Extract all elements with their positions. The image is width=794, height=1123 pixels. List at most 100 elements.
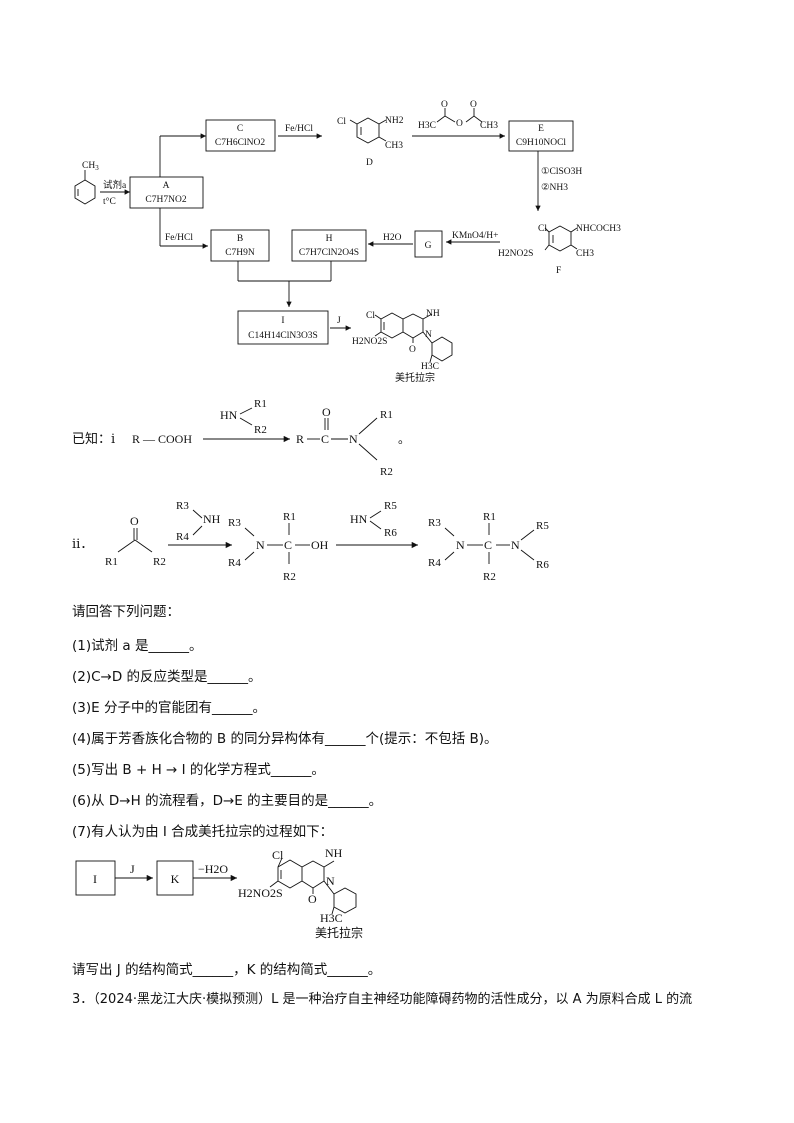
box-A-label: A [163, 181, 170, 191]
question-2: (2)C→D 的反应类型是______。 [72, 669, 262, 685]
svg-text:H3C: H3C [320, 911, 343, 925]
reagent-a-label: 试剂a [103, 179, 127, 191]
box-H-label: H [326, 234, 333, 244]
question-6: (6)从 D→H 的流程看，D→E 的主要目的是______。 [72, 793, 383, 809]
reagent-hn-i: HN [220, 408, 238, 422]
svg-text:NH: NH [325, 846, 343, 860]
svg-text:OH: OH [311, 538, 329, 552]
svg-text:美托拉宗: 美托拉宗 [315, 925, 363, 940]
box-E [508, 120, 574, 152]
box-H-formula: C7H7ClN2O4S [299, 248, 359, 258]
h3c-label-product: H3C [421, 362, 439, 372]
known-intro: 已知：ⅰ [72, 431, 115, 446]
svg-text:R1: R1 [105, 556, 118, 568]
o-label-product: O [409, 345, 416, 355]
fe-hcl-label-1: Fe/HCl [285, 124, 313, 134]
cl-label-F: Cl [538, 224, 547, 234]
svg-text:R2: R2 [283, 571, 296, 583]
r-cooh: R — COOH [132, 432, 192, 446]
box-C [205, 119, 276, 152]
svg-text:R6: R6 [536, 559, 549, 571]
box-H [291, 229, 367, 262]
h2no2s-label-product: H2NO2S [352, 337, 387, 347]
ch3-label-F: CH3 [576, 249, 594, 259]
j-arrow-label: J [337, 316, 341, 326]
svg-text:N: N [511, 538, 520, 552]
svg-text:R6: R6 [384, 527, 397, 539]
box-B-formula: C7H9N [225, 248, 255, 258]
svg-text:R4: R4 [176, 531, 189, 543]
box-A [129, 176, 204, 209]
anhydride-o-left: O [441, 100, 448, 110]
question-4: (4)属于芳香族化合物的 B 的同分异构体有______个(提示：不包括 B)。 [72, 731, 498, 747]
svg-text:R3: R3 [428, 517, 441, 529]
anhydride-ch3: CH3 [480, 121, 498, 131]
box-G [414, 230, 443, 258]
svg-text:R1: R1 [254, 398, 267, 410]
svg-text:NH: NH [203, 512, 221, 526]
product-i: R [296, 432, 304, 446]
question-7: (7)有人认为由 I 合成美托拉宗的过程如下： [72, 824, 334, 840]
svg-text:R4: R4 [228, 557, 241, 569]
nh2-label-D: NH2 [385, 116, 404, 126]
svg-text:R5: R5 [384, 500, 397, 512]
toluene-ch3: CH3 [82, 161, 99, 172]
box-B-label: B [237, 234, 243, 244]
question-1: (1)试剂 a 是______。 [72, 638, 203, 654]
svg-text:O: O [322, 405, 331, 419]
kmno4-label: KMnO4/H+ [452, 231, 499, 241]
svg-text:R1: R1 [380, 409, 393, 421]
svg-text:R3: R3 [176, 500, 189, 512]
box-I-formula: C14H14ClN3O3S [248, 331, 318, 341]
acetic-anhydride [436, 115, 456, 123]
cl-label-product: Cl [366, 311, 375, 321]
n-label-product: N [425, 330, 432, 340]
question-7b: 请写出 J 的结构简式______，K 的结构简式______。 [72, 962, 382, 978]
temp-label: t°C [103, 196, 116, 207]
questions-prompt: 请回答下列问题： [72, 604, 180, 620]
svg-text:R1: R1 [283, 511, 296, 523]
svg-text:。: 。 [398, 432, 410, 446]
svg-text:C: C [484, 538, 492, 552]
svg-text:N: N [349, 432, 358, 446]
toluene-ring [74, 179, 96, 205]
h2no2s-label-F: H2NO2S [498, 249, 533, 259]
svg-text:R2: R2 [254, 424, 267, 436]
cl-label-D: Cl [337, 117, 346, 127]
svg-text:R5: R5 [536, 520, 549, 532]
svg-text:R2: R2 [153, 556, 166, 568]
known-ii-label: ⅱ． [72, 536, 93, 551]
box-C-formula: C7H6ClNO2 [215, 138, 265, 148]
anhydride-o-center: O [456, 119, 463, 129]
box-G-label: G [425, 241, 432, 251]
box-B [210, 229, 270, 262]
box-E-label: E [538, 124, 544, 134]
product-name: 美托拉宗 [395, 371, 435, 384]
box-I-label: I [281, 316, 284, 326]
nhcoch3-label-F: NHCOCH3 [576, 224, 621, 234]
svg-text:O: O [308, 892, 317, 906]
svg-text:N: N [326, 874, 335, 888]
svg-text:R2: R2 [483, 571, 496, 583]
box-A-formula: C7H7NO2 [145, 195, 186, 205]
svg-text:O: O [130, 514, 139, 528]
known-reactions: 已知：ⅰ R — COOH HN R1 R2 R C O N R1 R2 。 ⅱ… [72, 398, 549, 583]
fe-hcl-label-2: Fe/HCl [165, 233, 193, 243]
anhydride-o-right: O [470, 100, 477, 110]
nh3-label: ②NH3 [541, 182, 568, 193]
svg-text:C: C [284, 538, 292, 552]
svg-text:N: N [456, 538, 465, 552]
svg-text:R4: R4 [428, 557, 441, 569]
svg-text:K: K [171, 872, 180, 886]
svg-text:−H2O: −H2O [198, 862, 228, 876]
h2o-label: H2O [383, 233, 402, 243]
question-3-next: 3．（2024·黑龙江大庆·模拟预测）L 是一种治疗自主神经功能障碍药物的活性成… [72, 992, 693, 1007]
box-C-label: C [237, 124, 243, 134]
synthesis-flow-diagram: CH3 试剂a t°C A C7H7NO2 C C7H6ClNO2 Fe/HCl… [74, 100, 621, 384]
svg-text:HN: HN [350, 512, 368, 526]
q7-metolazone-structure [277, 859, 303, 889]
box-I [237, 310, 329, 345]
svg-text:Cl: Cl [272, 848, 284, 862]
nh-label-product: NH [426, 309, 440, 319]
q7-scheme: I J K −H2O Cl NH N O H2NO2S H3C 美托拉宗 [75, 846, 363, 940]
